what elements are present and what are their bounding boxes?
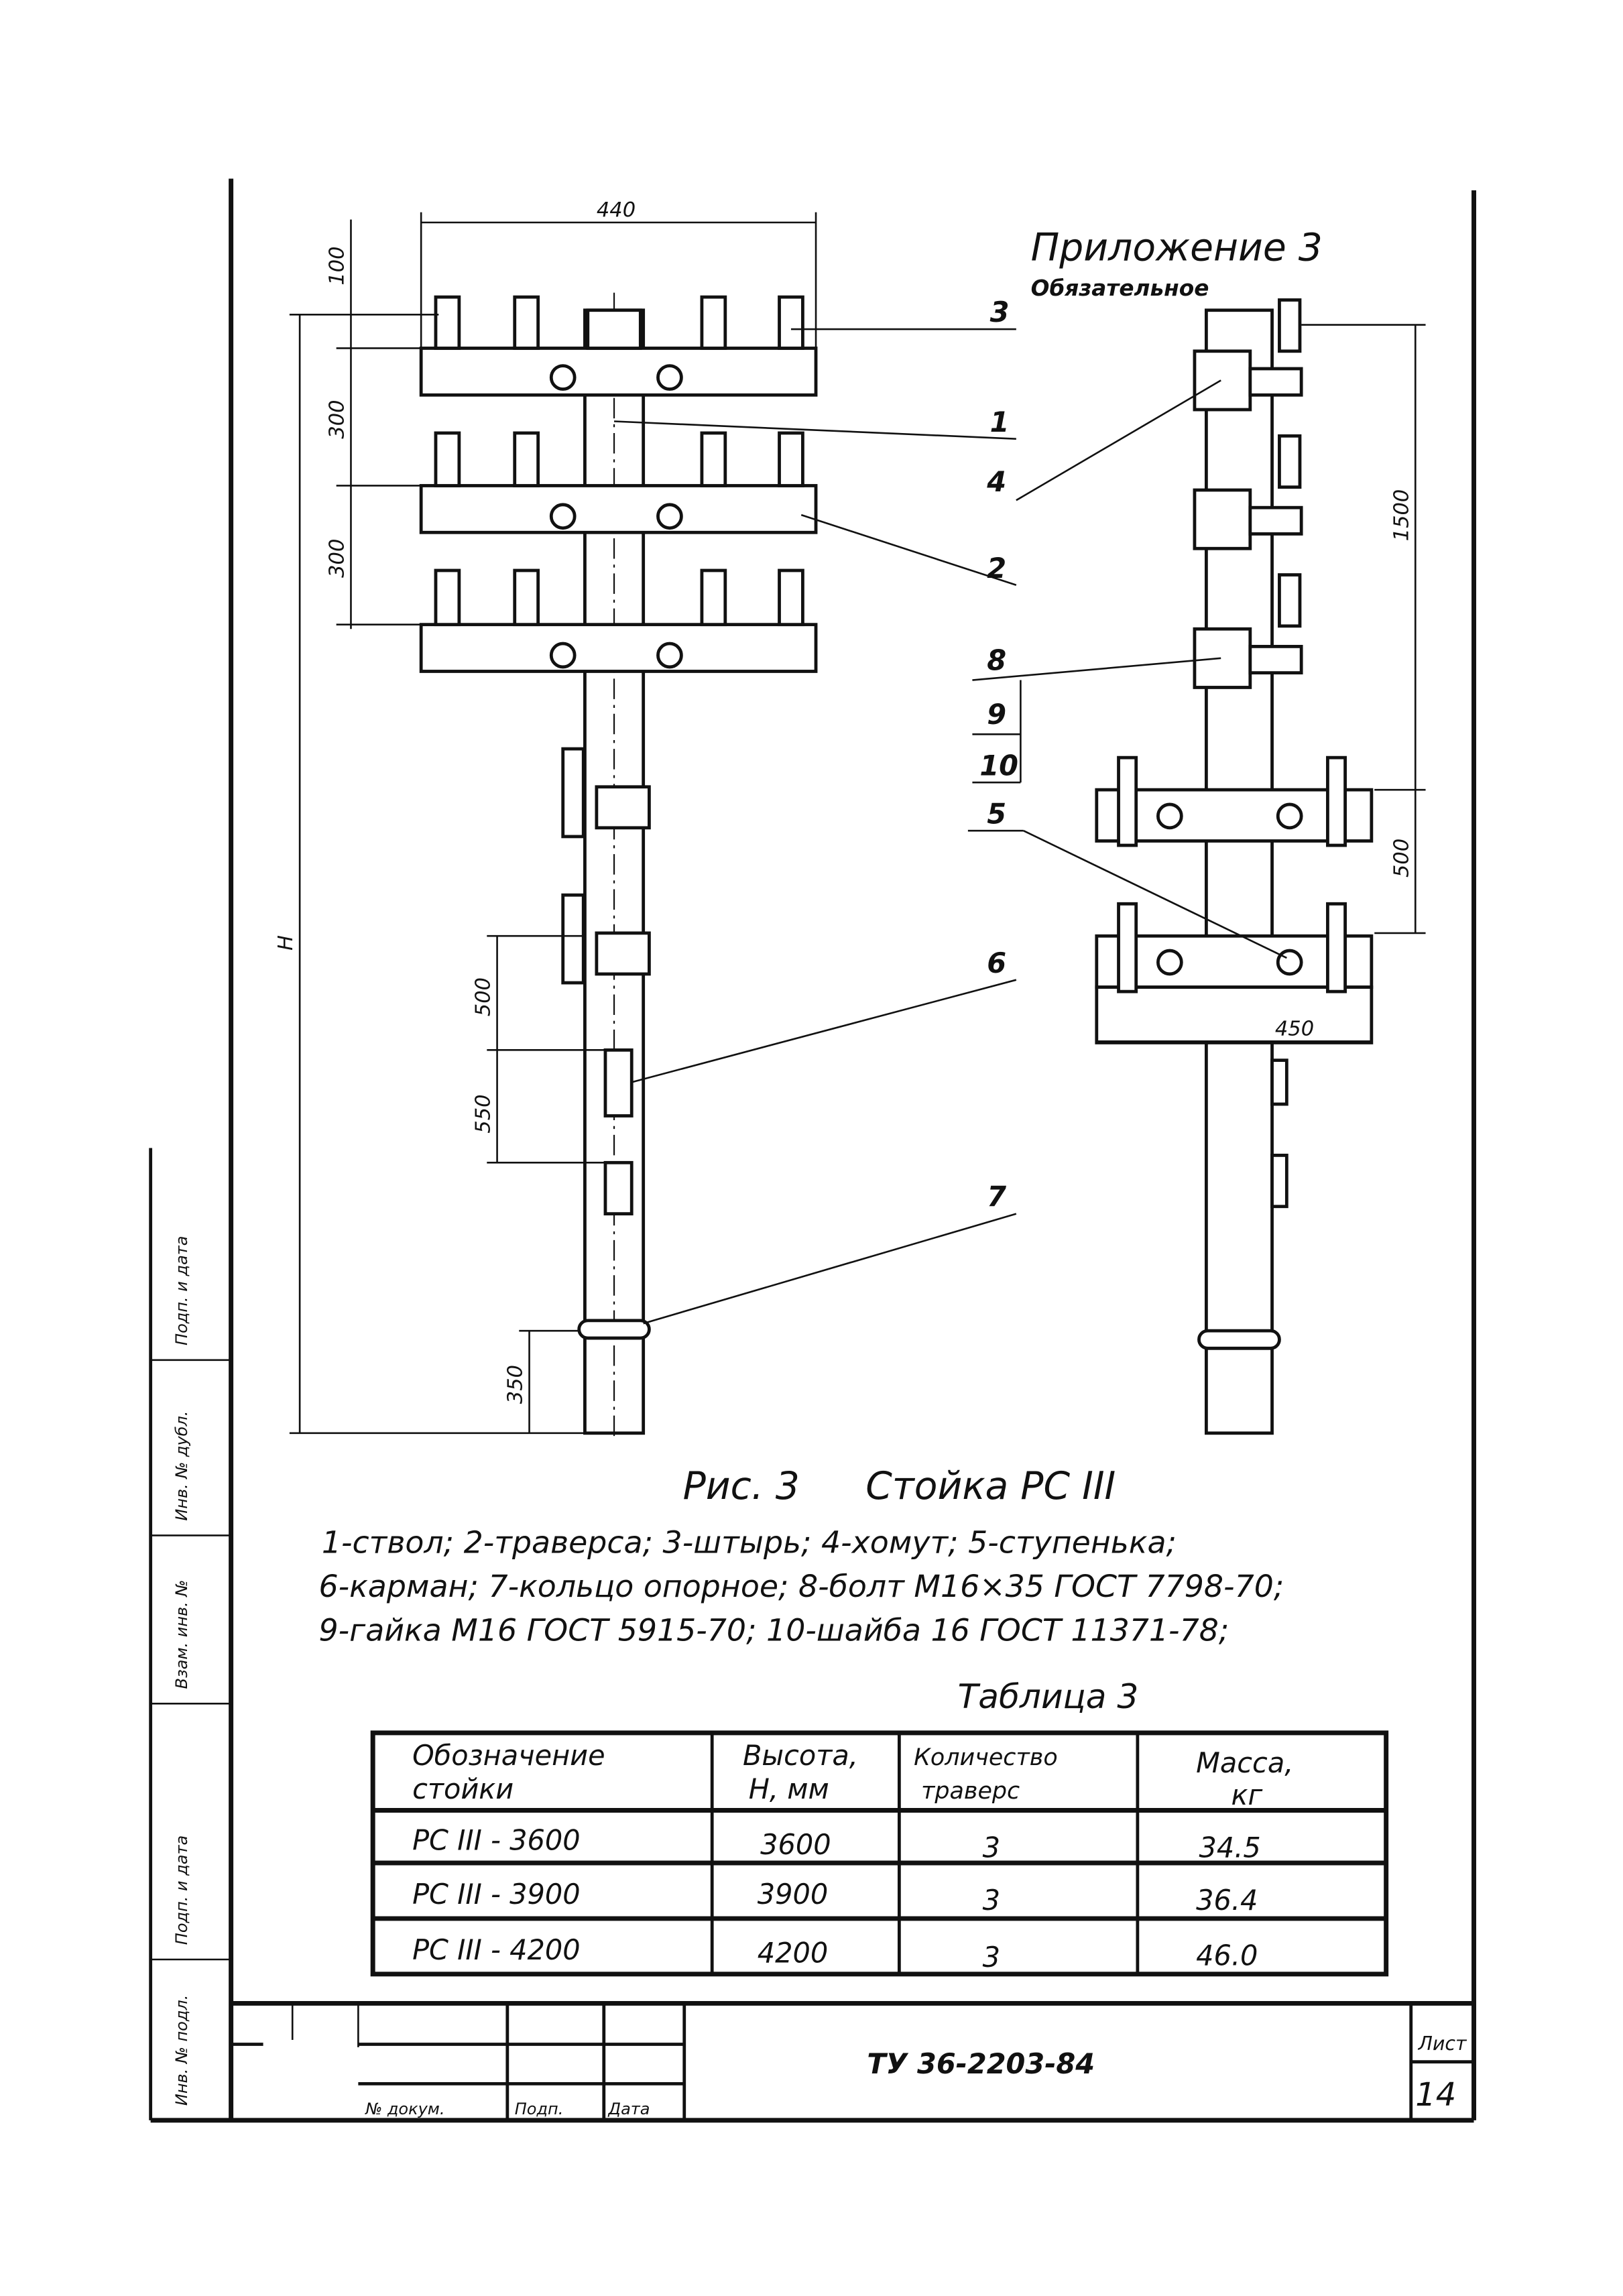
dim-label: 300 xyxy=(326,400,349,438)
header-cell: Масса, xyxy=(1196,1747,1293,1779)
legend-line: 1-ствол; 2-траверса; 3-штырь; 4-хомут; 5… xyxy=(322,1524,1177,1561)
side-label: Инв. № подл. xyxy=(172,1995,191,2106)
legend-line: 9-гайка М16 ГОСТ 5915-70; 10-шайба 16 ГО… xyxy=(318,1612,1229,1648)
callout-label: 5 xyxy=(987,798,1006,830)
clamp xyxy=(1193,349,1303,689)
cell-crossarms: 3 xyxy=(983,1884,1000,1917)
legend-line: 6-карман; 7-кольцо опорное; 8-болт М16×3… xyxy=(318,1568,1284,1604)
callout-label: 10 xyxy=(979,749,1018,782)
side-label: Инв. № дубл. xyxy=(172,1411,191,1521)
appendix-title: Приложение 3 xyxy=(1031,226,1323,270)
col-doc-label: № докум. xyxy=(364,2100,444,2118)
sheet-frame xyxy=(149,178,1477,2123)
appendix-note: Обязательное xyxy=(1031,276,1209,301)
front-view: 440 100 300 300 H 500 550 350 xyxy=(274,198,818,1441)
header-cell: Высота, xyxy=(743,1740,858,1772)
figure-title: Стойка РС III xyxy=(865,1464,1116,1508)
table-header: Обозначение стойки Высота, H, мм Количес… xyxy=(412,1740,1293,1811)
header-cell: H, мм xyxy=(749,1773,829,1805)
dim-label: H xyxy=(274,935,298,951)
dim-label: 300 xyxy=(326,539,349,578)
dim-label: 350 xyxy=(504,1365,528,1404)
callout-label: 7 xyxy=(987,1181,1006,1213)
cell-mass: 46.0 xyxy=(1196,1940,1258,1972)
callout-label: 9 xyxy=(987,699,1006,731)
table-row: РС III - 3900 3900 3 36.4 xyxy=(412,1878,1258,1917)
cell-designation: РС III - 4200 xyxy=(412,1934,581,1966)
header-cell: траверс xyxy=(921,1778,1020,1805)
header-cell: стойки xyxy=(412,1773,514,1805)
cell-designation: РС III - 3600 xyxy=(412,1824,581,1856)
cell-height: 3900 xyxy=(758,1878,828,1911)
col-date-label: Дата xyxy=(607,2100,650,2118)
table-row: РС III - 3600 3600 3 34.5 xyxy=(412,1824,1261,1864)
dim-label: 450 xyxy=(1275,1018,1314,1041)
dim-label: 550 xyxy=(472,1094,495,1133)
header-cell: кг xyxy=(1231,1779,1262,1811)
figure-number: Рис. 3 xyxy=(683,1464,800,1508)
title-block: № докум. Подп. Дата ТУ 36-2203-84 Лист 1… xyxy=(231,2000,1474,2120)
document-number: ТУ 36-2203-84 xyxy=(867,2048,1095,2080)
callout-label: 8 xyxy=(987,644,1006,676)
cell-mass: 34.5 xyxy=(1199,1831,1260,1864)
dim-label: 500 xyxy=(472,977,495,1016)
side-label: Подп. и дата xyxy=(172,1236,191,1345)
cell-mass: 36.4 xyxy=(1196,1884,1258,1917)
callouts: 3 1 2 4 8 9 10 5 6 7 xyxy=(613,296,1287,1325)
cell-height: 4200 xyxy=(758,1937,828,1969)
pins xyxy=(434,295,804,627)
sheet-number: 14 xyxy=(1415,2076,1456,2114)
callout-label: 6 xyxy=(987,947,1006,979)
data-table: Обозначение стойки Высота, H, мм Количес… xyxy=(370,1730,1389,1977)
table-title: Таблица 3 xyxy=(958,1677,1139,1716)
table-row: РС III - 4200 4200 3 46.0 xyxy=(412,1934,1258,1974)
crossarm xyxy=(419,347,818,673)
callout-label: 1 xyxy=(990,406,1010,438)
side-label: Подп. и дата xyxy=(172,1835,191,1945)
callout-label: 3 xyxy=(990,296,1010,328)
cell-height: 3600 xyxy=(760,1829,831,1861)
dim-label: 1500 xyxy=(1390,489,1413,542)
side-label: Взам. инв. № xyxy=(172,1580,191,1689)
sheet-label: Лист xyxy=(1418,2033,1467,2055)
callout-label: 4 xyxy=(986,466,1006,498)
header-cell: Обозначение xyxy=(412,1740,605,1772)
header-cell: Количество xyxy=(914,1744,1058,1771)
dim-label: 100 xyxy=(326,246,349,285)
dim-label: 440 xyxy=(597,198,636,222)
side-view: 1500 500 450 xyxy=(1095,298,1426,1435)
cell-designation: РС III - 3900 xyxy=(412,1878,581,1911)
steps xyxy=(561,747,651,1340)
side-strip-labels: Инв. № подл. Подп. и дата Взам. инв. № И… xyxy=(172,1236,191,2106)
cell-crossarms: 3 xyxy=(983,1941,1000,1974)
cell-crossarms: 3 xyxy=(983,1831,1000,1864)
dim-label: 500 xyxy=(1390,839,1413,878)
callout-label: 2 xyxy=(987,552,1006,585)
col-sign-label: Подп. xyxy=(515,2100,564,2118)
